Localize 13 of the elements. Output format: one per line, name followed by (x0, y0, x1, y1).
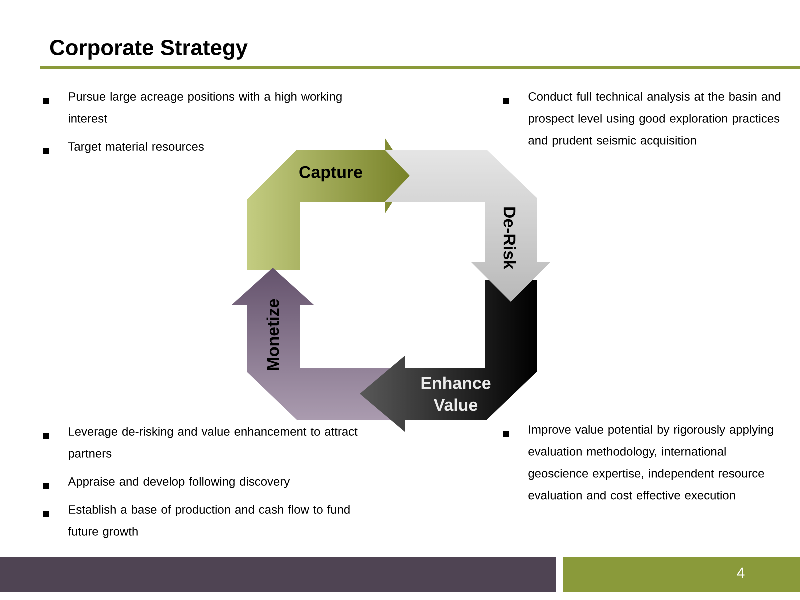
bullet-item: Leverage de-risking and value enhancement to attract partners (43, 427, 358, 460)
page-number: 4 (563, 557, 800, 592)
cycle-arrow: Capture (300, 166, 362, 182)
bullet-item: Conduct full technical analysis at the basin and prospect level using good exploration practices and prudent seismic acquisition (503, 92, 781, 148)
cycle-arrow: Enhance Value (422, 376, 491, 412)
cycle-arrow: Monetize (266, 299, 280, 370)
bullet-item: Establish a base of production and cash flow to fund future growth (43, 505, 350, 538)
bullet-item: Appraise and develop following discovery (43, 477, 290, 489)
cycle-arrow: De-Risk (504, 208, 516, 270)
bullet-item: Target material resources (43, 142, 204, 154)
title: Corporate Strategy (50, 40, 248, 60)
bullet-item: Improve value potential by rigorously applying evaluation methodology, international geoscience expertise, independent resource evaluation and cost effective execution (503, 425, 774, 500)
bullet-item: Pursue large acreage positions with a high working interest (43, 92, 342, 123)
